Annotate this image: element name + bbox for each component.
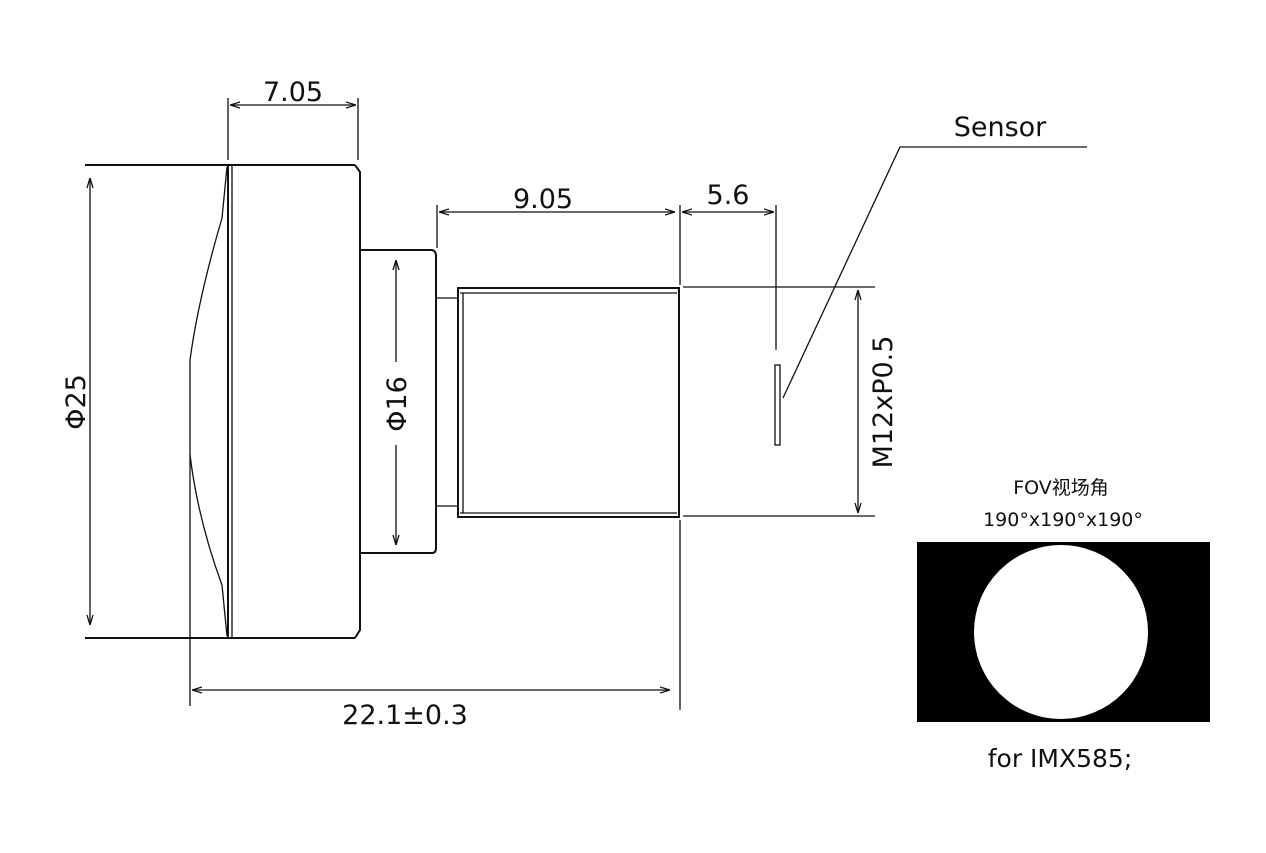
sensor-leader xyxy=(782,146,1087,399)
dim-back-focal: 5.6 xyxy=(707,180,750,211)
sensor xyxy=(774,146,1087,446)
dim-front-diameter: Φ25 xyxy=(61,374,92,430)
fov-image-circle xyxy=(974,545,1148,719)
dim-step-diameter: Φ16 xyxy=(382,376,413,432)
dim-total-length: 22.1±0.3 xyxy=(342,700,468,731)
fov-panel: FOV视场角 190°x190°x190° for IMX585; xyxy=(917,477,1210,773)
fov-note: for IMX585; xyxy=(988,744,1133,773)
dim-thread-spec: M12xP0.5 xyxy=(868,336,899,469)
dim-thread-length: 9.05 xyxy=(513,184,573,215)
lens-curve xyxy=(189,166,228,637)
sensor-label: Sensor xyxy=(954,112,1047,143)
fov-value: 190°x190°x190° xyxy=(983,509,1143,531)
dim-front-length: 7.05 xyxy=(263,77,323,108)
dimension-lines xyxy=(90,98,875,710)
fov-title: FOV视场角 xyxy=(1013,477,1109,499)
lens-body xyxy=(85,164,680,706)
thread-barrel xyxy=(457,287,680,518)
